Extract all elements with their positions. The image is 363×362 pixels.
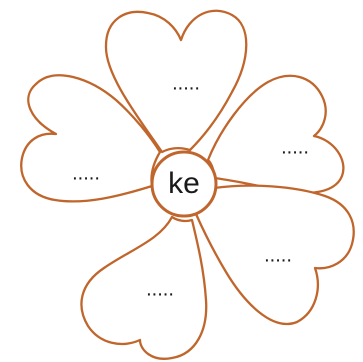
petal-label-lower-right: ..... <box>264 244 292 266</box>
petal-bottom <box>81 217 206 359</box>
center-label: ke <box>168 167 200 200</box>
petal-label-left: ..... <box>72 162 100 184</box>
petal-label-bottom: ..... <box>146 278 174 300</box>
petal-label-top: ..... <box>172 72 200 94</box>
petal-label-upper-right: ..... <box>281 136 309 158</box>
